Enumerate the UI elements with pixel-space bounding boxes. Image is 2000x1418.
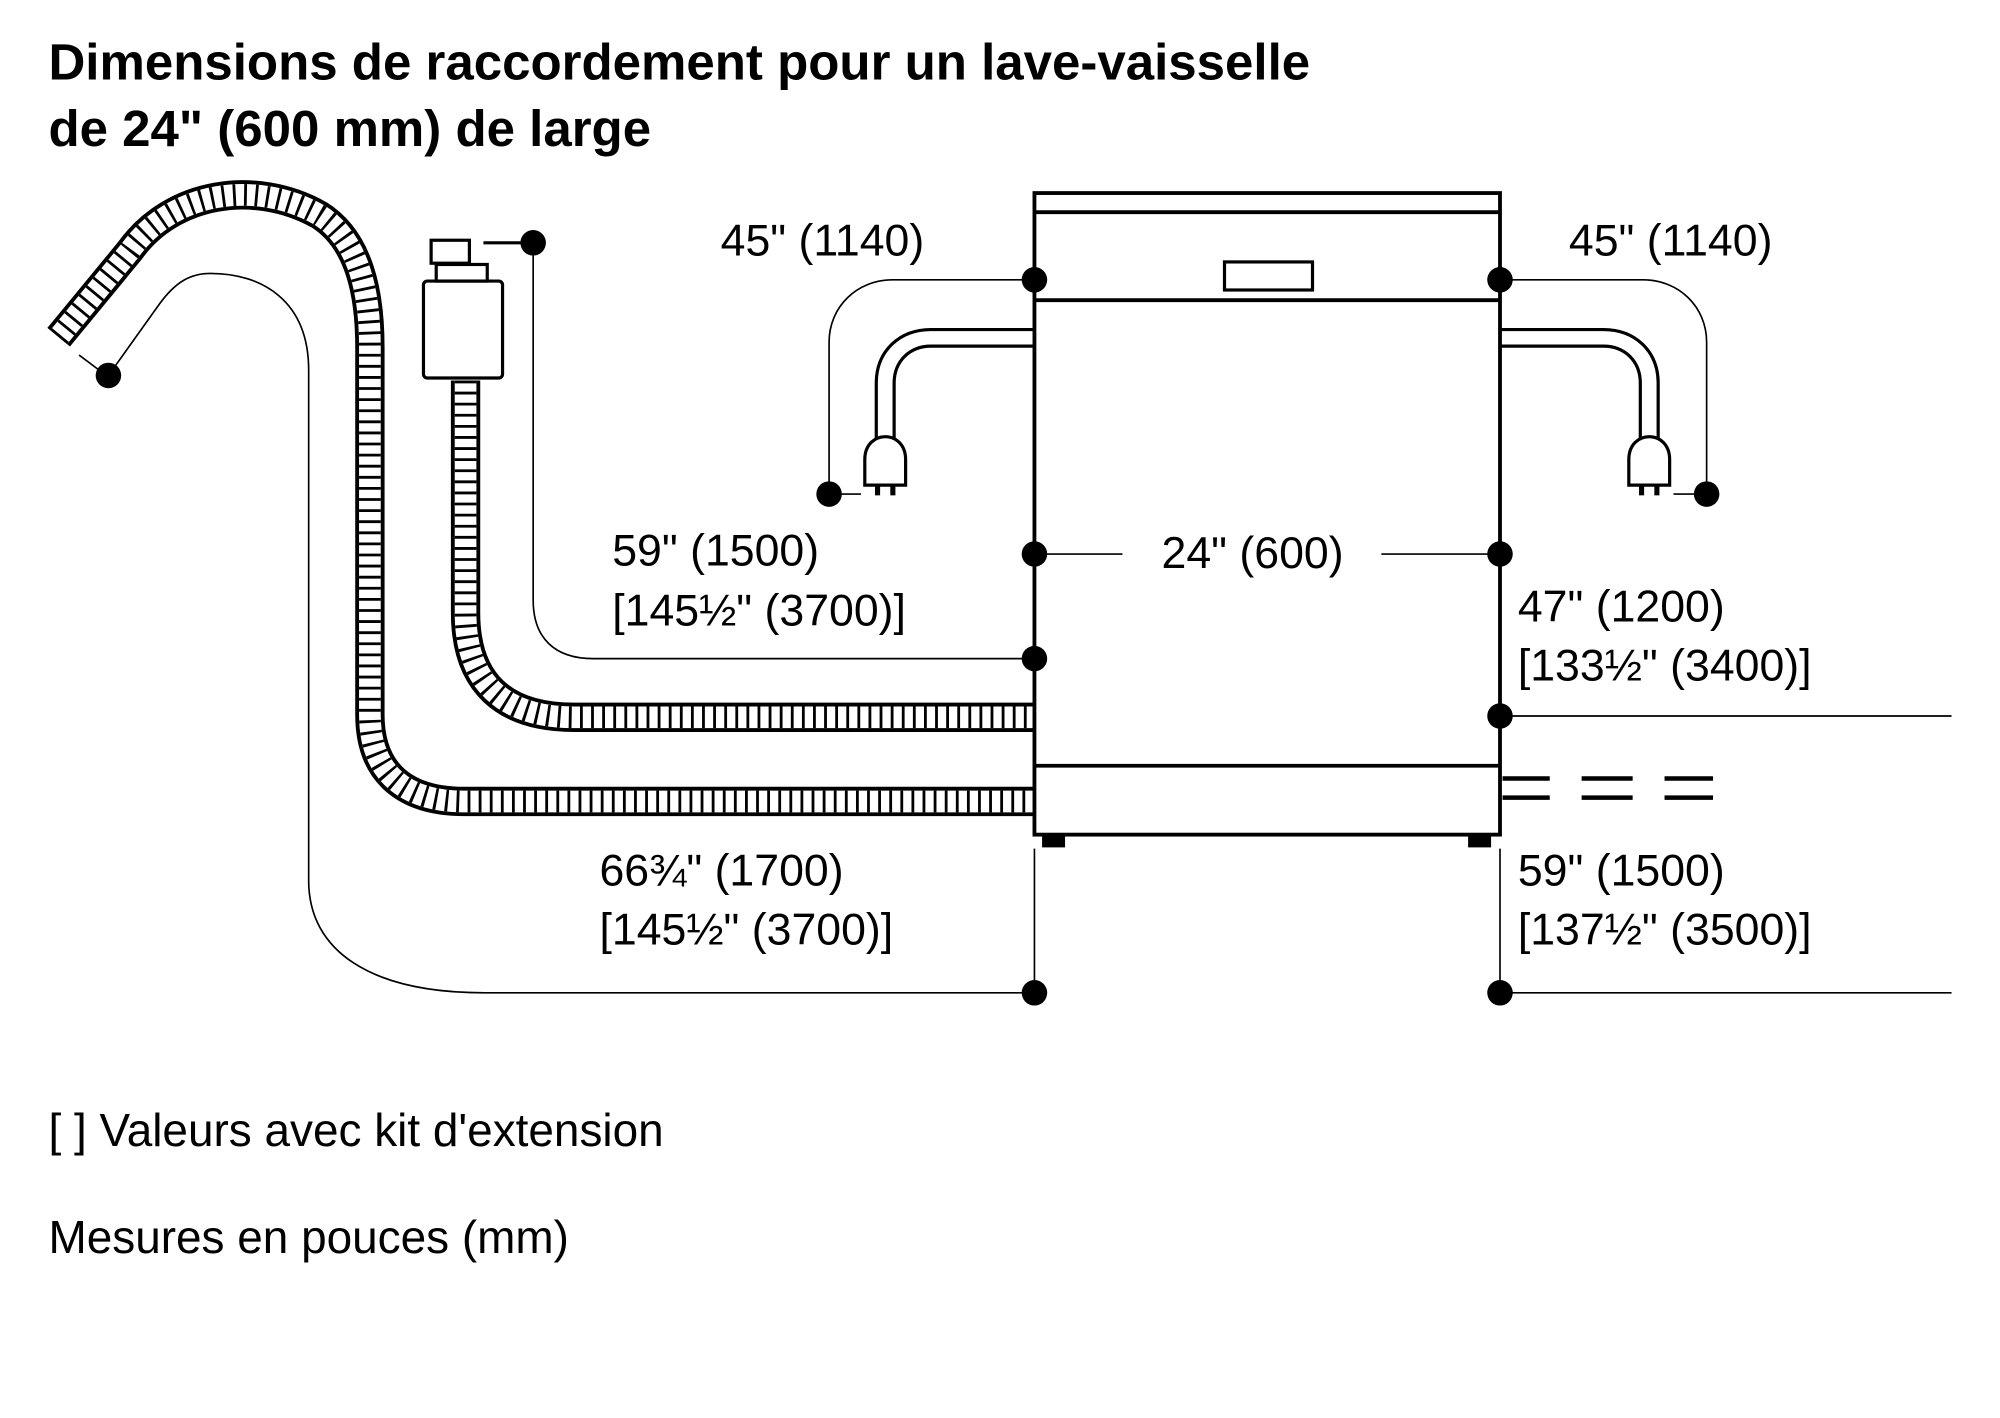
- inlet-hose-length-extended: [145½" (3700)]: [612, 586, 906, 635]
- inlet-hose: [421, 238, 1034, 732]
- power-cord-right-end-marker: [1693, 481, 1720, 507]
- inlet-fitting-icon: [429, 238, 471, 265]
- extension-kit-note: [ ] Valeurs avec kit d'extension: [48, 1104, 663, 1156]
- dishwasher-width: 24" (600): [1162, 529, 1344, 578]
- units-note: Mesures en pouces (mm): [48, 1211, 568, 1263]
- foot-left: [1042, 835, 1066, 848]
- dishwasher-front: [1032, 191, 1502, 848]
- power-cord-left-end-marker: [816, 481, 842, 507]
- dimension-markers: [1021, 267, 1513, 1006]
- inlet-hose-length: 59" (1500): [612, 527, 819, 576]
- drain-hose-dimension-line: [107, 272, 1034, 994]
- power-cord-right-length: 45" (1140): [1569, 217, 1773, 266]
- title-line-2: de 24" (600 mm) de large: [48, 100, 651, 157]
- right-lower-length: 59" (1500): [1518, 847, 1725, 896]
- right-upper-length: 47" (1200): [1518, 583, 1725, 632]
- drain-hose-length-extended: [145½" (3700)]: [599, 905, 893, 954]
- drain-hose-length: 66¾" (1700): [599, 847, 843, 896]
- plug-icon: [1627, 435, 1672, 487]
- power-cord-left-length: 45" (1140): [721, 217, 925, 266]
- drain-hose: [47, 180, 1034, 817]
- power-cord-left: [863, 327, 1035, 496]
- title-line-1: Dimensions de raccordement pour un lave-…: [48, 34, 1310, 91]
- plug-icon: [863, 435, 908, 487]
- power-cord-right: [1500, 327, 1672, 496]
- right-lower-length-extended: [137½" (3500)]: [1518, 905, 1812, 954]
- drain-hose-end-marker: [95, 362, 122, 389]
- control-panel-icon: [1222, 260, 1315, 292]
- right-upper-length-extended: [133½" (3400)]: [1518, 641, 1812, 690]
- aquastop-valve-icon: [421, 279, 505, 380]
- connection-dashes: [1502, 776, 1714, 800]
- foot-right: [1468, 835, 1492, 848]
- inlet-hose-end-marker: [520, 230, 546, 256]
